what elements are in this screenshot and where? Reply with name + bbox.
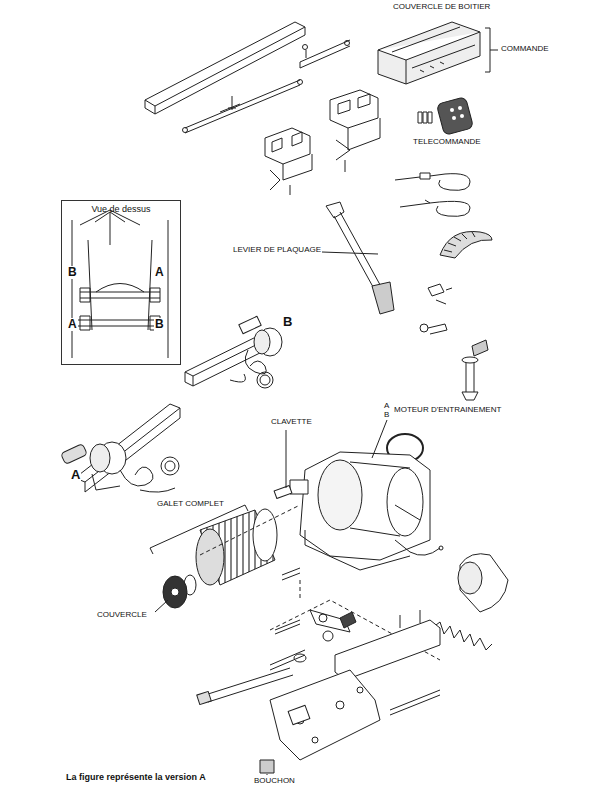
part-label: MOTEUR D'ENTRAINEMENT xyxy=(393,406,502,415)
figure-caption: La figure représente la version A xyxy=(65,773,207,783)
callout-letter: A xyxy=(383,402,390,411)
callout-letter: A xyxy=(70,468,81,482)
callout-letter: A xyxy=(67,318,78,331)
callout-letter: B xyxy=(67,266,78,279)
part-label: COMMANDE xyxy=(500,45,550,54)
callout-letter: A xyxy=(154,266,165,279)
part-label: CLAVETTE xyxy=(270,418,313,427)
inset-title: Vue de dessus xyxy=(62,204,180,214)
inset-frame: Vue de dessus xyxy=(61,200,181,365)
part-label: LEVIER DE PLAQUAGE xyxy=(232,246,322,255)
part-label: COUVERCLE DE BOITIER xyxy=(392,3,491,12)
part-label: BOUCHON xyxy=(253,777,296,786)
callout-letter: B xyxy=(154,318,165,331)
callout-letter: B xyxy=(383,411,390,420)
part-label: COUVERCLE xyxy=(96,611,148,620)
part-label: TELECOMMANDE xyxy=(412,138,482,147)
callout-letter: B xyxy=(282,315,293,329)
part-label: GALET COMPLET xyxy=(156,500,225,509)
